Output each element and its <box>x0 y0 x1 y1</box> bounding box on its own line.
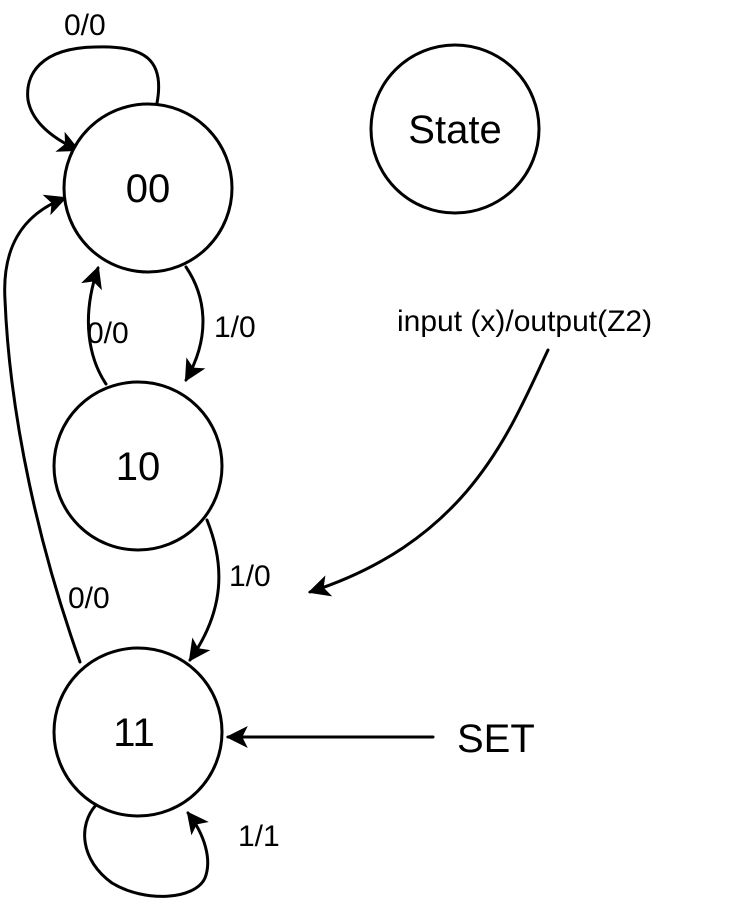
legend-state: State <box>369 43 541 215</box>
label-00-self: 0/0 <box>64 9 106 42</box>
edge-10-to-00 <box>81 265 108 386</box>
state-00-label: 00 <box>126 167 171 211</box>
label-00-to-10: 1/0 <box>214 311 256 344</box>
state-10-label: 10 <box>116 445 161 489</box>
state-11-circle <box>52 646 224 818</box>
edge-00-to-10 <box>184 265 206 382</box>
set-label: SET <box>457 717 535 761</box>
edge-10-to-11 <box>188 518 221 662</box>
legend-state-label: State <box>408 108 501 152</box>
edge-legend-pointer <box>307 348 550 597</box>
transition-labels: 0/0 1/0 0/0 1/0 0/0 1/1 <box>64 9 280 853</box>
label-10-to-00: 0/0 <box>87 317 129 350</box>
legend-edge-label: input (x)/output(Z2) <box>397 305 652 338</box>
state-10-circle <box>52 380 224 552</box>
state-11: 11 <box>52 646 224 818</box>
edge-11-to-00 <box>3 194 82 664</box>
label-11-to-00: 0/0 <box>68 582 110 615</box>
state-10: 10 <box>52 380 224 552</box>
transition-edges <box>3 45 550 898</box>
label-10-to-11: 1/0 <box>229 560 271 593</box>
label-11-self: 1/1 <box>238 820 280 853</box>
edge-11-self-loop <box>83 803 210 898</box>
state-11-label: 11 <box>113 711 155 755</box>
state-00-circle <box>62 102 234 274</box>
edge-00-self-loop <box>26 45 161 152</box>
legend-state-circle <box>369 43 541 215</box>
state-00: 00 <box>62 102 234 274</box>
